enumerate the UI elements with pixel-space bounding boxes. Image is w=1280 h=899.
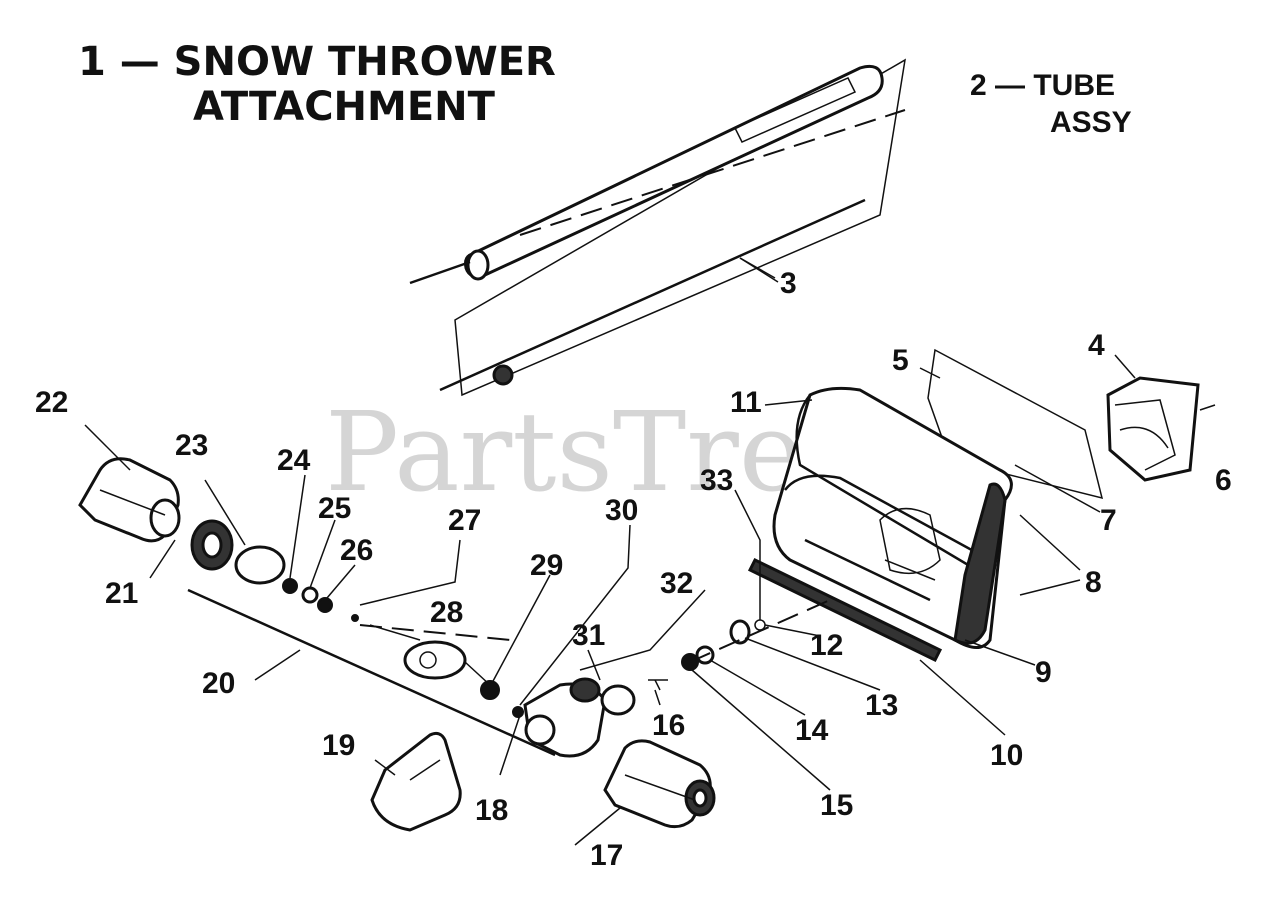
callout-33: 33	[700, 464, 733, 497]
callout-4: 4	[1088, 329, 1105, 362]
callout-19: 19	[322, 729, 355, 762]
callout-32: 32	[660, 567, 693, 600]
subtitle-line-2: ASSY	[1050, 106, 1132, 139]
callout-12: 12	[810, 629, 843, 662]
tube-assembly	[409, 58, 906, 397]
callout-10: 10	[990, 739, 1023, 772]
callout-3: 3	[780, 267, 797, 300]
leader-lines	[84, 257, 1216, 846]
impeller-part	[403, 640, 491, 686]
callout-11: 11	[730, 386, 762, 419]
callout-13: 13	[865, 689, 898, 722]
lower-housing-part	[603, 739, 716, 829]
callout-17: 17	[590, 839, 623, 872]
watermark-text: PartsTree	[325, 388, 869, 516]
callout-20: 20	[202, 667, 235, 700]
callout-21: 21	[105, 577, 138, 610]
callout-22: 22	[35, 386, 68, 419]
callout-31: 31	[572, 619, 605, 652]
callout-27: 27	[448, 504, 481, 537]
callout-18: 18	[475, 794, 508, 827]
callout-8: 8	[1085, 566, 1102, 599]
title-line-1: 1 — SNOW THROWER	[78, 39, 556, 85]
callout-25: 25	[318, 492, 351, 525]
callout-7: 7	[1100, 504, 1117, 537]
drive-shaft	[187, 588, 556, 757]
gear-housing-part	[78, 457, 181, 543]
callout-14: 14	[795, 714, 829, 747]
callout-29: 29	[530, 549, 563, 582]
deflector-plate	[927, 348, 1104, 500]
callout-24: 24	[277, 444, 311, 477]
callout-26: 26	[340, 534, 373, 567]
mounting-bracket	[370, 731, 462, 832]
callout-labels: 3 4 5 6 7 8 9 10 11 12 13 14 15 16 17 18…	[35, 267, 1232, 872]
callout-15: 15	[820, 789, 853, 822]
gearbox-parts	[480, 677, 668, 758]
auger-housing	[747, 386, 1013, 662]
bearing-parts	[190, 519, 359, 622]
callout-9: 9	[1035, 656, 1052, 689]
subtitle-line-1: 2 — TUBE	[970, 69, 1115, 102]
washer-parts	[681, 599, 831, 671]
callout-23: 23	[175, 429, 208, 462]
callout-5: 5	[892, 344, 909, 377]
title-line-2: ATTACHMENT	[193, 84, 496, 130]
callout-16: 16	[652, 709, 685, 742]
chute-part	[1106, 376, 1200, 482]
callout-6: 6	[1215, 464, 1232, 497]
callout-30: 30	[605, 494, 638, 527]
callout-28: 28	[430, 596, 463, 629]
